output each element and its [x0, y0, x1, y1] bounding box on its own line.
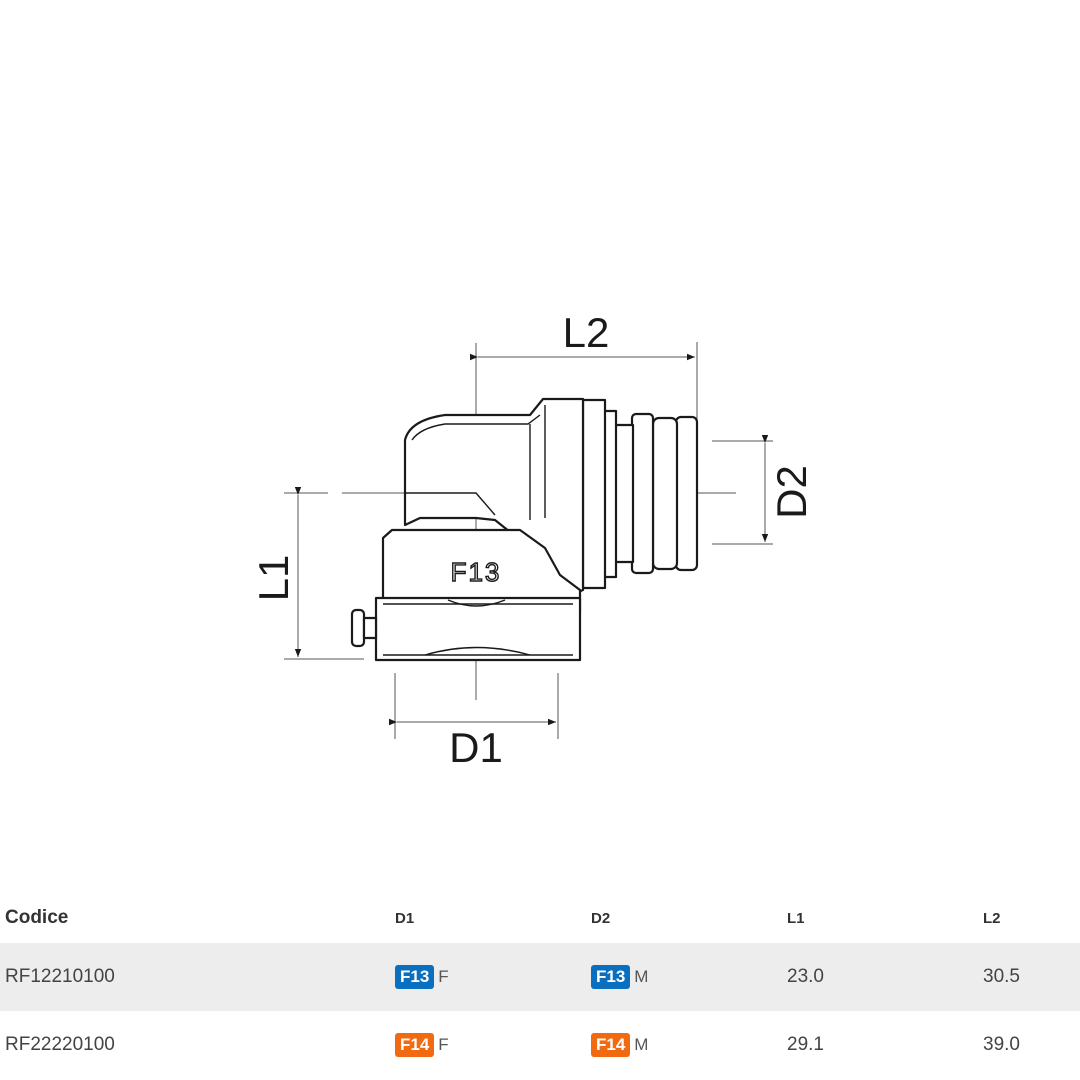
table-header: Codice D1 D2 L1 L2	[0, 893, 1080, 943]
dimension-D1: D1	[389, 673, 559, 771]
cell-l1: 23.0	[787, 943, 983, 1011]
cell-codice: RF22220100	[5, 1034, 115, 1055]
size-badge: F14	[395, 1033, 435, 1057]
connection-type: F	[438, 967, 449, 986]
dimension-label-D2: D2	[768, 465, 815, 519]
dimension-label-D1: D1	[449, 724, 503, 771]
cell-l2: 39.0	[983, 1034, 1020, 1055]
header-d2: D2	[591, 909, 611, 927]
dimension-L2: L2	[470, 309, 698, 420]
size-badge: F13	[395, 965, 435, 989]
connection-type: M	[634, 967, 649, 986]
elbow-fitting: F13	[350, 397, 699, 662]
connection-type: M	[634, 1035, 649, 1054]
size-badge: F14	[591, 1033, 631, 1057]
header-d1: D1	[395, 909, 415, 927]
dimension-D2: D2	[712, 435, 815, 545]
header-l2: L2	[983, 909, 1001, 927]
size-badge: F13	[591, 965, 631, 989]
cell-l1: 29.1	[787, 1034, 824, 1055]
cell-l2: 30.5	[983, 943, 1080, 1011]
header-codice: Codice	[5, 907, 69, 928]
header-l1: L1	[787, 909, 805, 927]
connection-type: F	[438, 1035, 449, 1054]
dimension-L1: L1	[250, 487, 364, 660]
part-marking-F13: F13	[451, 557, 502, 587]
dimension-label-L1: L1	[250, 555, 297, 602]
dimension-label-L2: L2	[563, 309, 610, 356]
technical-drawing: L2 D2 L1 D1 F13	[250, 309, 815, 771]
cell-codice: RF12210100	[0, 943, 395, 1011]
